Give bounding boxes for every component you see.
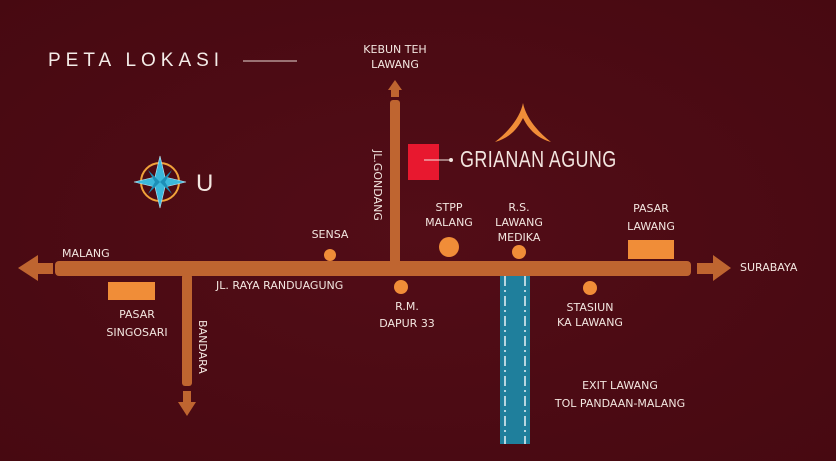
label-line: TOL PANDAAN-MALANG [554,397,686,410]
label-line: R.M. [395,300,419,313]
compass-rose-icon [133,155,187,209]
label-line: R.S. [508,201,530,214]
destination-pointer-dot [449,158,453,162]
destination-name: GRIANAN AGUNG [460,146,617,172]
toll-road [500,274,530,444]
north-destination-label: KEBUN TEH LAWANG [363,42,426,72]
label-line: LAWANG [371,58,419,71]
pasar-singosari-label: PASAR SINGOSARI [106,306,167,342]
arrow-south-icon [178,391,196,416]
toll-exit-label: EXIT LAWANG TOL PANDAAN-MALANG [555,377,685,413]
rs-label: R.S. LAWANG MEDIKA [495,200,543,245]
rs-marker [512,245,526,259]
label-line: STPP [435,201,463,214]
label-line: MEDIKA [497,231,541,244]
label-line: LAWANG [627,220,675,233]
label-line: PASAR [633,202,669,215]
destination-marker [408,144,439,180]
roof-logo-icon [495,103,551,142]
south-road [182,274,192,386]
sensa-label: SENSA [311,228,349,241]
arrow-north-icon [388,80,402,97]
sensa-marker [324,249,336,261]
arrow-east-icon [697,255,731,281]
rm-marker [394,280,408,294]
stpp-marker [439,237,459,257]
main-road-label: JL. RAYA RANDUAGUNG [216,279,344,292]
label-line: KEBUN TEH [363,43,427,56]
pasar-lawang-label: PASAR LAWANG [627,200,675,236]
east-destination-label: SURABAYA [740,261,798,274]
north-road [390,100,400,265]
label-line: SINGOSARI [106,326,168,339]
west-destination-label: MALANG [62,247,110,260]
label-line: DAPUR 33 [379,317,435,330]
arrow-west-icon [18,255,53,281]
main-road [55,261,691,276]
north-label: U [196,170,214,197]
label-line: KA LAWANG [557,316,623,329]
rm-label: R.M. DAPUR 33 [379,298,435,332]
page-title: PETA LOKASI [48,50,225,71]
south-destination-label: BANDARA [196,320,209,374]
label-line: EXIT LAWANG [582,379,658,392]
stpp-label: STPP MALANG [425,200,473,230]
label-line: LAWANG [495,216,543,229]
label-line: STASIUN [566,301,614,314]
label-line: PASAR [119,308,155,321]
stasiun-marker [583,281,597,295]
stasiun-label: STASIUN KA LAWANG [557,300,623,330]
label-line: MALANG [425,216,473,229]
pasar-lawang-marker [628,240,674,259]
pasar-singosari-marker [108,282,155,300]
north-road-label: JL.GONDANG [371,150,384,221]
